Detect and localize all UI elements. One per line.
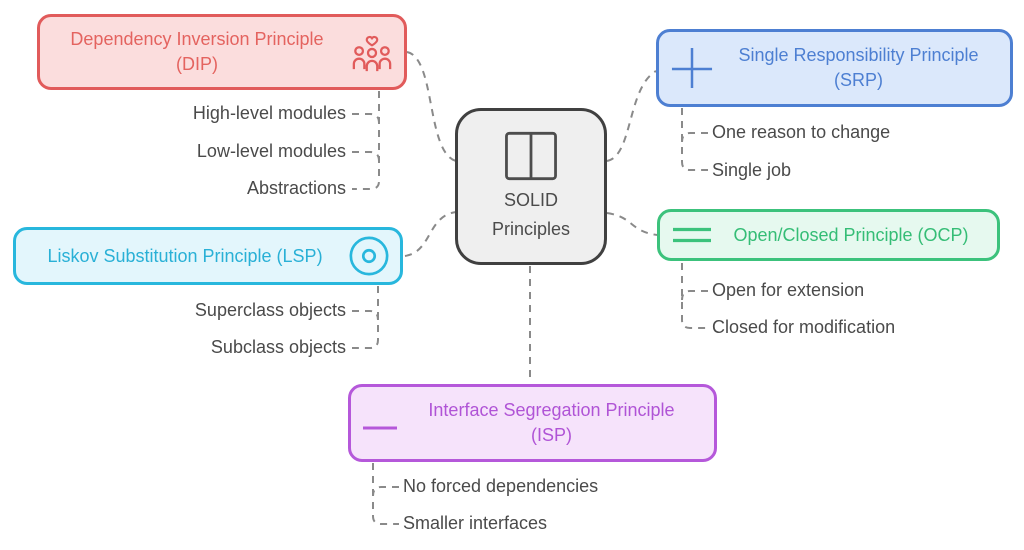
- connector-srp-children: [681, 108, 708, 171]
- leaf-superclass-objects: Superclass objects: [194, 300, 346, 321]
- people-group-icon: [352, 35, 392, 72]
- connector-lsp-center: [404, 211, 457, 257]
- dip-label-line2: (DIP): [176, 54, 218, 74]
- connector-dip-children: [352, 91, 380, 190]
- node-open-closed-principle: Open/Closed Principle (OCP): [657, 209, 1000, 261]
- lsp-node-label: Liskov Substitution Principle (LSP): [47, 245, 323, 266]
- leaf-smaller-interfaces: Smaller interfaces: [403, 513, 548, 534]
- ocp-node-label: Open/Closed Principle (OCP): [733, 224, 969, 245]
- connector-dip-center: [406, 51, 457, 162]
- srp-label-line1: Single Responsibility Principle: [738, 45, 979, 65]
- dip-label-line1: Dependency Inversion Principle: [70, 29, 324, 49]
- dip-node-label: Dependency Inversion Principle (DIP): [46, 27, 348, 77]
- columns-icon: [505, 131, 557, 181]
- leaf-single-job: Single job: [712, 160, 792, 181]
- leaf-low-level-modules: Low-level modules: [196, 141, 346, 162]
- dash-icon: [363, 426, 397, 430]
- leaf-open-for-extension: Open for extension: [712, 280, 865, 301]
- isp-label-line1: Interface Segregation Principle: [428, 400, 675, 420]
- leaf-subclass-objects: Subclass objects: [210, 337, 346, 358]
- leaf-closed-for-modification: Closed for modification: [712, 317, 896, 338]
- circle-dot-icon: [349, 236, 389, 276]
- srp-label-line2: (SRP): [834, 70, 883, 90]
- leaf-high-level-modules: High-level modules: [192, 103, 346, 124]
- center-node-label: SOLID Principles: [492, 186, 570, 262]
- srp-node-label: Single Responsibility Principle (SRP): [713, 43, 1004, 93]
- leaf-abstractions: Abstractions: [246, 178, 346, 199]
- node-dependency-inversion-principle: Dependency Inversion Principle (DIP): [37, 14, 407, 90]
- center-node-solid-principles: SOLID Principles: [455, 108, 607, 265]
- center-label-line2: Principles: [491, 219, 571, 239]
- plus-icon: [671, 47, 713, 89]
- node-liskov-substitution-principle: Liskov Substitution Principle (LSP): [13, 227, 403, 285]
- leaf-no-forced-dependencies: No forced dependencies: [403, 476, 599, 497]
- isp-label-line2: (ISP): [530, 425, 572, 445]
- equals-icon: [673, 227, 711, 243]
- node-interface-segregation-principle: Interface Segregation Principle (ISP): [348, 384, 717, 462]
- node-single-responsibility-principle: Single Responsibility Principle (SRP): [656, 29, 1013, 107]
- leaf-one-reason-to-change: One reason to change: [712, 122, 891, 143]
- center-label-line1: SOLID: [503, 190, 559, 210]
- connector-isp-children: [372, 463, 399, 525]
- isp-node-label: Interface Segregation Principle (ISP): [397, 398, 706, 448]
- connector-ocp-children: [681, 263, 708, 329]
- connector-center-ocp: [606, 212, 658, 236]
- connector-center-srp: [606, 70, 657, 162]
- connector-lsp-children: [352, 286, 379, 349]
